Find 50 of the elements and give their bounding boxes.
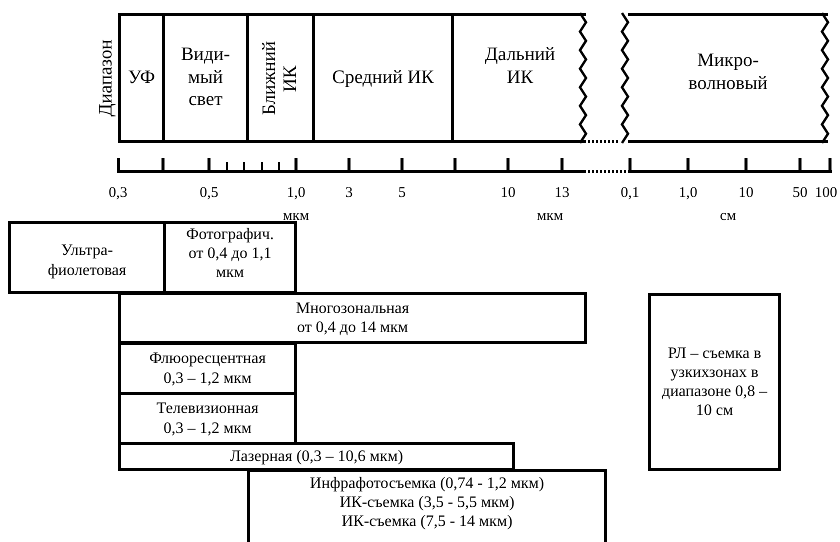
spectrum-band-cell [118,13,164,143]
survey-method-box [8,221,166,294]
range-text: от 0,4 до 1,1 мкм [188,244,272,283]
band-name: Микро- волновый [687,50,769,96]
range-text: 0,3 – 1,2 мкм [163,368,252,388]
survey-method-box [118,392,297,445]
survey-method-box [118,442,515,471]
method-name: Телевизионная [156,399,258,418]
tick-label: 1,0 [286,186,306,201]
range-text: ИК-съемка (7,5 - 14 мкм) [342,512,512,532]
tick-label: 1,0 [678,186,698,201]
tick-label: 50 [792,186,808,201]
method-name: Ультра- фиолетовая [46,241,128,280]
band-name: УФ [128,66,156,90]
tick-label: 3 [345,186,353,201]
spectrum-band-cell [313,13,453,143]
axis-title: Диапазон [96,40,116,116]
method-name: Многозональная [296,298,410,318]
range-text: ИК-съемка (3,5 - 5,5 мкм) [340,493,514,512]
survey-method-box [648,293,781,471]
band-name: Средний ИК [332,66,434,90]
tick-label: 0,1 [620,186,640,201]
method-name: РЛ – съемка в узкихзонах в диапазоне 0,8 – 10 см [660,344,768,420]
method-name: Инфрафотосъемка (0,74 - 1,2 мкм) [310,474,544,494]
method-name: Фотографич. [186,225,274,244]
survey-method-box [118,342,297,395]
range-text: 0,3 – 1,2 мкм [163,418,252,438]
band-name: Ближний ИК [260,40,302,117]
tick-label: 5 [398,186,406,201]
unit-label: мкм [282,209,310,224]
tick-label: 10 [500,186,516,201]
tick-label: 0,5 [200,186,218,201]
band-name: Види- мый свет [180,44,231,112]
spectrum-band-cell [452,13,586,143]
survey-method-box [118,292,587,344]
spectrum-band-cell [247,13,314,143]
spectrum-band-cell [628,13,828,143]
unit-label: см [720,209,736,224]
method-name: Флюоресцентная [149,349,266,368]
tick-label: 10 [738,186,754,201]
survey-method-box [163,221,297,294]
survey-method-box [247,469,607,542]
range-text: от 0,4 до 14 мкм [297,318,408,338]
tick-label: 100 [814,186,838,201]
tick-label: 13 [554,186,570,201]
tick-label: 0,3 [108,186,128,201]
band-name: Дальний ИК [484,44,556,90]
method-name: Лазерная (0,3 – 10,6 мкм) [230,446,404,466]
spectrum-band-cell [163,13,248,143]
unit-label: мкм [536,209,564,224]
